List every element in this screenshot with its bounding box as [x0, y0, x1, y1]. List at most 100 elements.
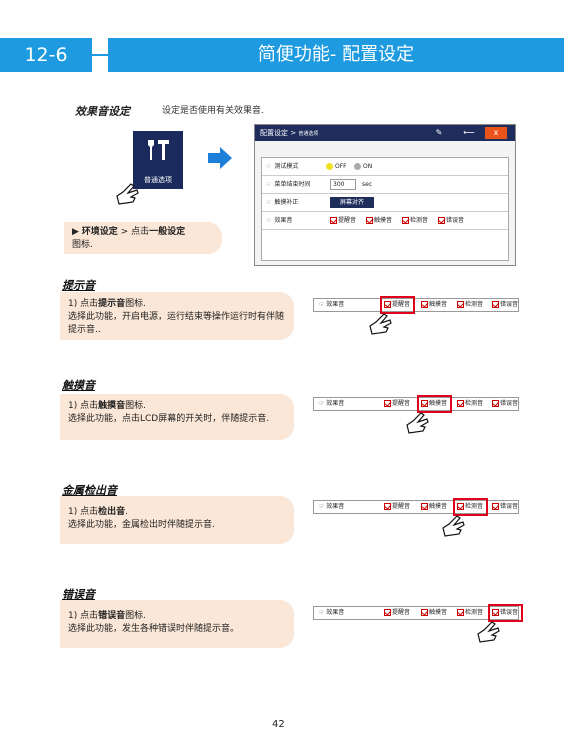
strip-option[interactable]: 检测音: [457, 501, 483, 513]
strip-label: ☞ 效果音: [319, 299, 344, 311]
icon-label: 普通选项: [144, 176, 172, 184]
highlight-box: [380, 296, 415, 314]
close-button[interactable]: x: [485, 127, 507, 139]
step-bold: 触摸音: [98, 401, 126, 411]
checkbox-icon: [421, 301, 428, 308]
pointing-hand-icon: [477, 621, 500, 643]
checkbox-icon: [492, 400, 499, 407]
header-connector: [92, 54, 110, 56]
strip-option[interactable]: 触摸音: [421, 398, 447, 410]
section-box-error: 1) 点击错误音图标. 选择此功能，发生各种错误时伴随提示音。: [60, 600, 294, 648]
strip-option[interactable]: 检测音: [457, 607, 483, 619]
finger-icon: ☞: [319, 301, 327, 308]
strip-option[interactable]: 触摸音: [421, 607, 447, 619]
checkbox-icon: [457, 503, 464, 510]
strip-option[interactable]: 提醒音: [384, 398, 410, 410]
touch-calibration-row: ☞触摸补正 屏幕对齐: [262, 194, 508, 212]
strip-option[interactable]: 触摸音: [421, 501, 447, 513]
step-number: 1) 点击: [68, 401, 99, 411]
strip-option[interactable]: 错误音: [492, 299, 518, 311]
intro-title: 效果音设定: [75, 105, 130, 118]
option-label: 提醒音: [338, 217, 357, 224]
pointing-hand-icon: [369, 313, 392, 335]
strip-option[interactable]: 错误音: [492, 607, 518, 619]
off-radio[interactable]: OFF: [326, 158, 347, 176]
option-label: 错误音: [446, 217, 465, 224]
strip-option[interactable]: 检测音: [457, 299, 483, 311]
page-header: 12-6 简便功能- 配置设定: [0, 38, 564, 72]
instruction-env-settings: 环境设定: [81, 227, 118, 237]
strip-option-label: 检测音: [465, 301, 484, 308]
strip-option[interactable]: 提醒音: [384, 501, 410, 513]
instruction-general-settings: 一般设定: [149, 227, 186, 237]
strip-option[interactable]: 错误音: [492, 501, 518, 513]
touch-label: 触摸补正: [274, 199, 299, 206]
section-box-reminder: 1) 点击提示音图标. 选择此功能，开启电源，运行结束等操作运行时有伴随提示音.…: [60, 292, 294, 340]
section-box-metal: 1) 点击检出音. 选择此功能，金属检出时伴随提示音.: [60, 496, 294, 544]
pointing-hand-icon: [406, 412, 429, 434]
off-label: OFF: [335, 163, 347, 170]
checkbox-icon: [457, 301, 464, 308]
step-description: 选择此功能，开启电源，运行结束等操作运行时有伴随提示音..: [68, 312, 285, 335]
strip-option[interactable]: 提醒音: [384, 607, 410, 619]
option-label: 检测音: [410, 217, 429, 224]
strip-option-label: 触摸音: [429, 301, 448, 308]
checkbox-icon: [384, 301, 391, 308]
step-after: 图标.: [125, 401, 146, 411]
chapter-number: 12-6: [0, 38, 92, 72]
strip-option-label: 触摸音: [429, 503, 448, 510]
step-bold: 提示音: [98, 299, 126, 309]
strip-option[interactable]: 提醒音: [384, 299, 410, 311]
back-arrow-icon[interactable]: ⟵: [463, 128, 475, 137]
checkbox-icon: [492, 503, 499, 510]
on-radio-dot: [354, 163, 361, 170]
strip-option[interactable]: 检测音: [457, 398, 483, 410]
strip-option-label: 错误音: [500, 609, 519, 616]
strip-option-label: 检测音: [465, 503, 484, 510]
step-number: 1) 点击: [68, 299, 99, 309]
strip-option-label: 触摸音: [429, 609, 448, 616]
on-radio[interactable]: ON: [354, 158, 372, 176]
checkbox-icon: [457, 400, 464, 407]
strip-label-text: 效果音: [326, 503, 345, 510]
menu-end-unit: sec: [362, 181, 373, 188]
step-description: 选择此功能，发生各种错误时伴随提示音。: [68, 624, 240, 634]
option-error[interactable]: 错误音: [438, 212, 464, 230]
test-mode-label: 测试模式: [274, 163, 299, 170]
strip-option-label: 提醒音: [392, 609, 411, 616]
option-reminder[interactable]: 提醒音: [330, 212, 356, 230]
general-settings-icon-tile: 普通选项: [133, 131, 183, 189]
finger-icon: ☞: [319, 400, 327, 407]
strip-option[interactable]: 触摸音: [421, 299, 447, 311]
checkbox-icon: [438, 217, 445, 224]
finger-icon: ☞: [266, 217, 272, 224]
finger-icon: ☞: [319, 503, 327, 510]
option-detect[interactable]: 检测音: [402, 212, 428, 230]
step-after: 图标.: [125, 299, 146, 309]
instruction-box: ▶ 环境设定 > 点击一般设定 图标.: [64, 222, 222, 254]
checkbox-icon: [384, 400, 391, 407]
effect-label: 效果音: [274, 217, 293, 224]
step-after: .: [125, 507, 128, 517]
strip-option-label: 提醒音: [392, 503, 411, 510]
strip-label-text: 效果音: [326, 301, 345, 308]
save-icon[interactable]: ✎: [435, 128, 443, 137]
page-number: 42: [272, 719, 285, 730]
panel-titlebar: 配置设定 > 普通选项 ✎ ⟵ x: [255, 125, 515, 141]
screen-align-button[interactable]: 屏幕对齐: [330, 197, 374, 208]
menu-end-input[interactable]: 300: [330, 179, 356, 190]
pointing-hand-icon: [116, 183, 139, 205]
strip-option-label: 提醒音: [392, 301, 411, 308]
strip-option[interactable]: 错误音: [492, 398, 518, 410]
strip-label: ☞ 效果音: [319, 398, 344, 410]
checkbox-icon: [457, 609, 464, 616]
strip-label-text: 效果音: [326, 609, 345, 616]
highlight-box: [417, 395, 452, 413]
checkbox-icon: [492, 301, 499, 308]
checkbox-icon: [330, 217, 337, 224]
section-title-error: 错误音: [62, 588, 95, 601]
checkbox-icon: [402, 217, 409, 224]
highlight-box: [453, 498, 488, 516]
option-touch[interactable]: 触摸音: [366, 212, 392, 230]
step-number: 1) 点击: [68, 611, 99, 621]
